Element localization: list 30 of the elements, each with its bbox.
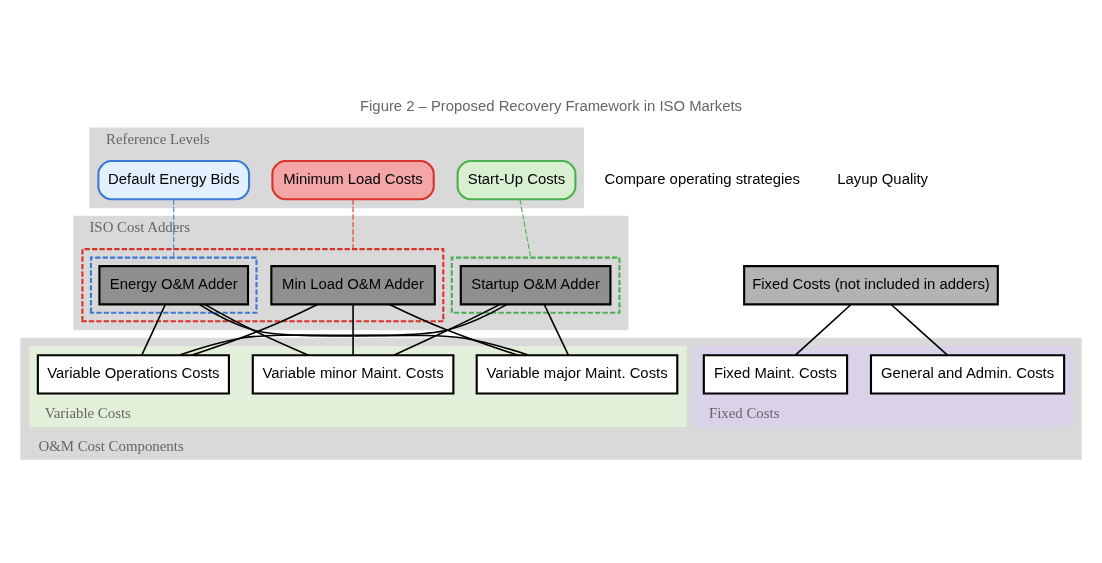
- node-box: Variable minor Maint. Costs: [251, 354, 455, 395]
- node-box: Startup O&M Adder: [459, 265, 612, 306]
- node-box: Energy O&M Adder: [98, 265, 250, 306]
- connector: [890, 303, 949, 356]
- connector: [352, 303, 354, 356]
- connector: [388, 303, 519, 356]
- connector: [352, 199, 354, 250]
- node-box: Fixed Maint. Costs: [702, 354, 849, 395]
- node-box: Variable major Maint. Costs: [475, 354, 679, 395]
- label: Compare operating strategies: [604, 171, 801, 188]
- connector: [392, 303, 501, 356]
- diagram-title: Figure 2 – Proposed Recovery Framework in ISO Markets: [360, 98, 742, 115]
- cluster: [89, 256, 258, 314]
- node-box: Fixed Costs (not included in adders): [743, 265, 999, 306]
- connector: [141, 303, 166, 356]
- node-box: Variable Operations Costs: [36, 354, 230, 395]
- connector: [794, 303, 852, 356]
- node-box: Default Energy Bids: [97, 160, 251, 201]
- cluster: [81, 248, 445, 323]
- connector: [543, 303, 570, 356]
- cluster: [450, 256, 621, 314]
- connector: [173, 199, 175, 259]
- connector: [519, 199, 532, 259]
- node-box: Minimum Load Costs: [271, 160, 435, 201]
- connector: [203, 303, 310, 356]
- node-box: Min Load O&M Adder: [270, 265, 436, 306]
- label: Layup Quality: [837, 171, 929, 188]
- connector: [190, 303, 319, 357]
- node-box: Start-Up Costs: [456, 160, 577, 201]
- node-box: General and Admin. Costs: [869, 354, 1066, 395]
